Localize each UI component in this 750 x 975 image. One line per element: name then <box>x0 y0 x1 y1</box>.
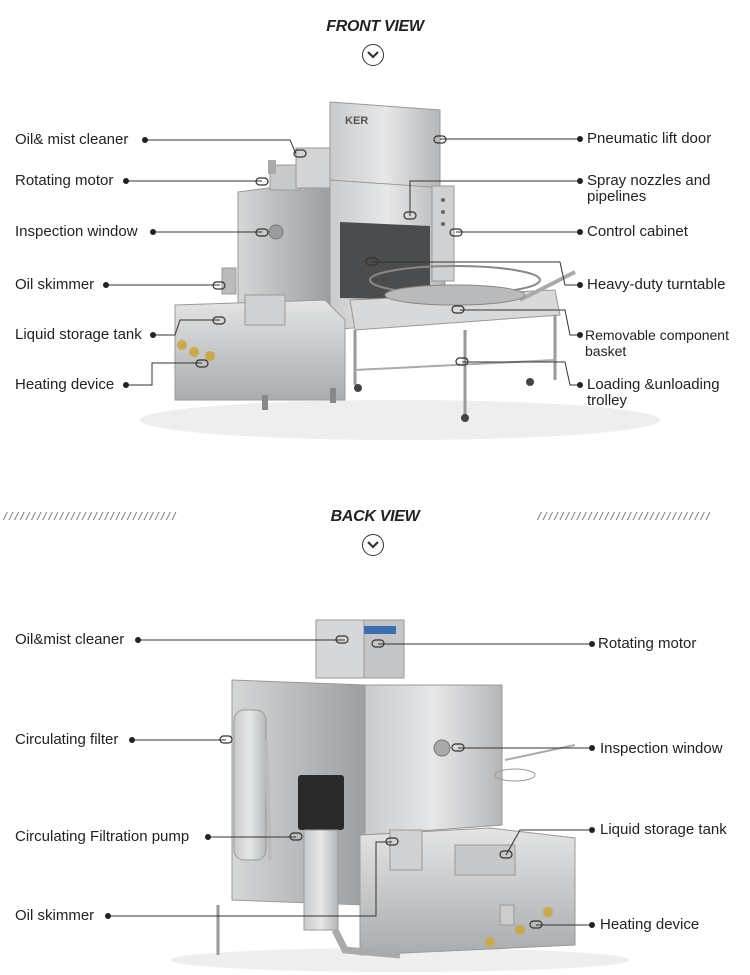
front-label-pneumatic-lift-door: Pneumatic lift door <box>587 130 712 147</box>
back-label-oil-mist-cleaner: Oil&mist cleaner <box>15 631 125 648</box>
back-label-liquid-storage-tank: Liquid storage tank <box>600 821 727 838</box>
back-label-circulating-filter: Circulating filter <box>15 731 119 748</box>
brand-logo: KER <box>345 115 368 127</box>
front-label-trolley: trolley <box>587 392 628 409</box>
back-view-title: BACK VIEW <box>330 508 420 525</box>
front-label-spray-nozzles: Spray nozzles and <box>587 172 711 189</box>
front-label-removable-component: Removable component <box>585 327 729 343</box>
back-label-rotating-motor: Rotating motor <box>598 635 697 652</box>
divider-left: /////////////////////////////// <box>2 510 177 520</box>
front-label-pipelines: pipelines <box>587 188 647 205</box>
back-label-circulating-filtration-pump: Circulating Filtration pump <box>15 828 190 845</box>
front-label-inspection-window: Inspection window <box>15 223 138 240</box>
front-label-loading-unloading: Loading &unloading <box>587 376 720 393</box>
front-label-control-cabinet: Control cabinet <box>587 223 688 240</box>
front-label-basket: basket <box>585 343 627 359</box>
front-label-oil-skimmer: Oil skimmer <box>15 276 95 293</box>
chevron-down-icon <box>362 44 384 66</box>
back-label-inspection-window: Inspection window <box>600 740 723 757</box>
divider-right: /////////////////////////////// <box>536 510 711 520</box>
front-label-heating-device: Heating device <box>15 376 115 393</box>
front-label-liquid-storage-tank: Liquid storage tank <box>15 326 142 343</box>
back-label-heating-device: Heating device <box>600 916 700 933</box>
front-label-heavy-duty-turntable: Heavy-duty turntable <box>587 276 726 293</box>
chevron-down-icon <box>362 534 384 556</box>
front-view-title: FRONT VIEW <box>326 18 424 35</box>
front-label-rotating-motor: Rotating motor <box>15 172 114 189</box>
front-label-oil-mist-cleaner: Oil& mist cleaner <box>15 131 129 148</box>
back-label-oil-skimmer: Oil skimmer <box>15 907 95 924</box>
